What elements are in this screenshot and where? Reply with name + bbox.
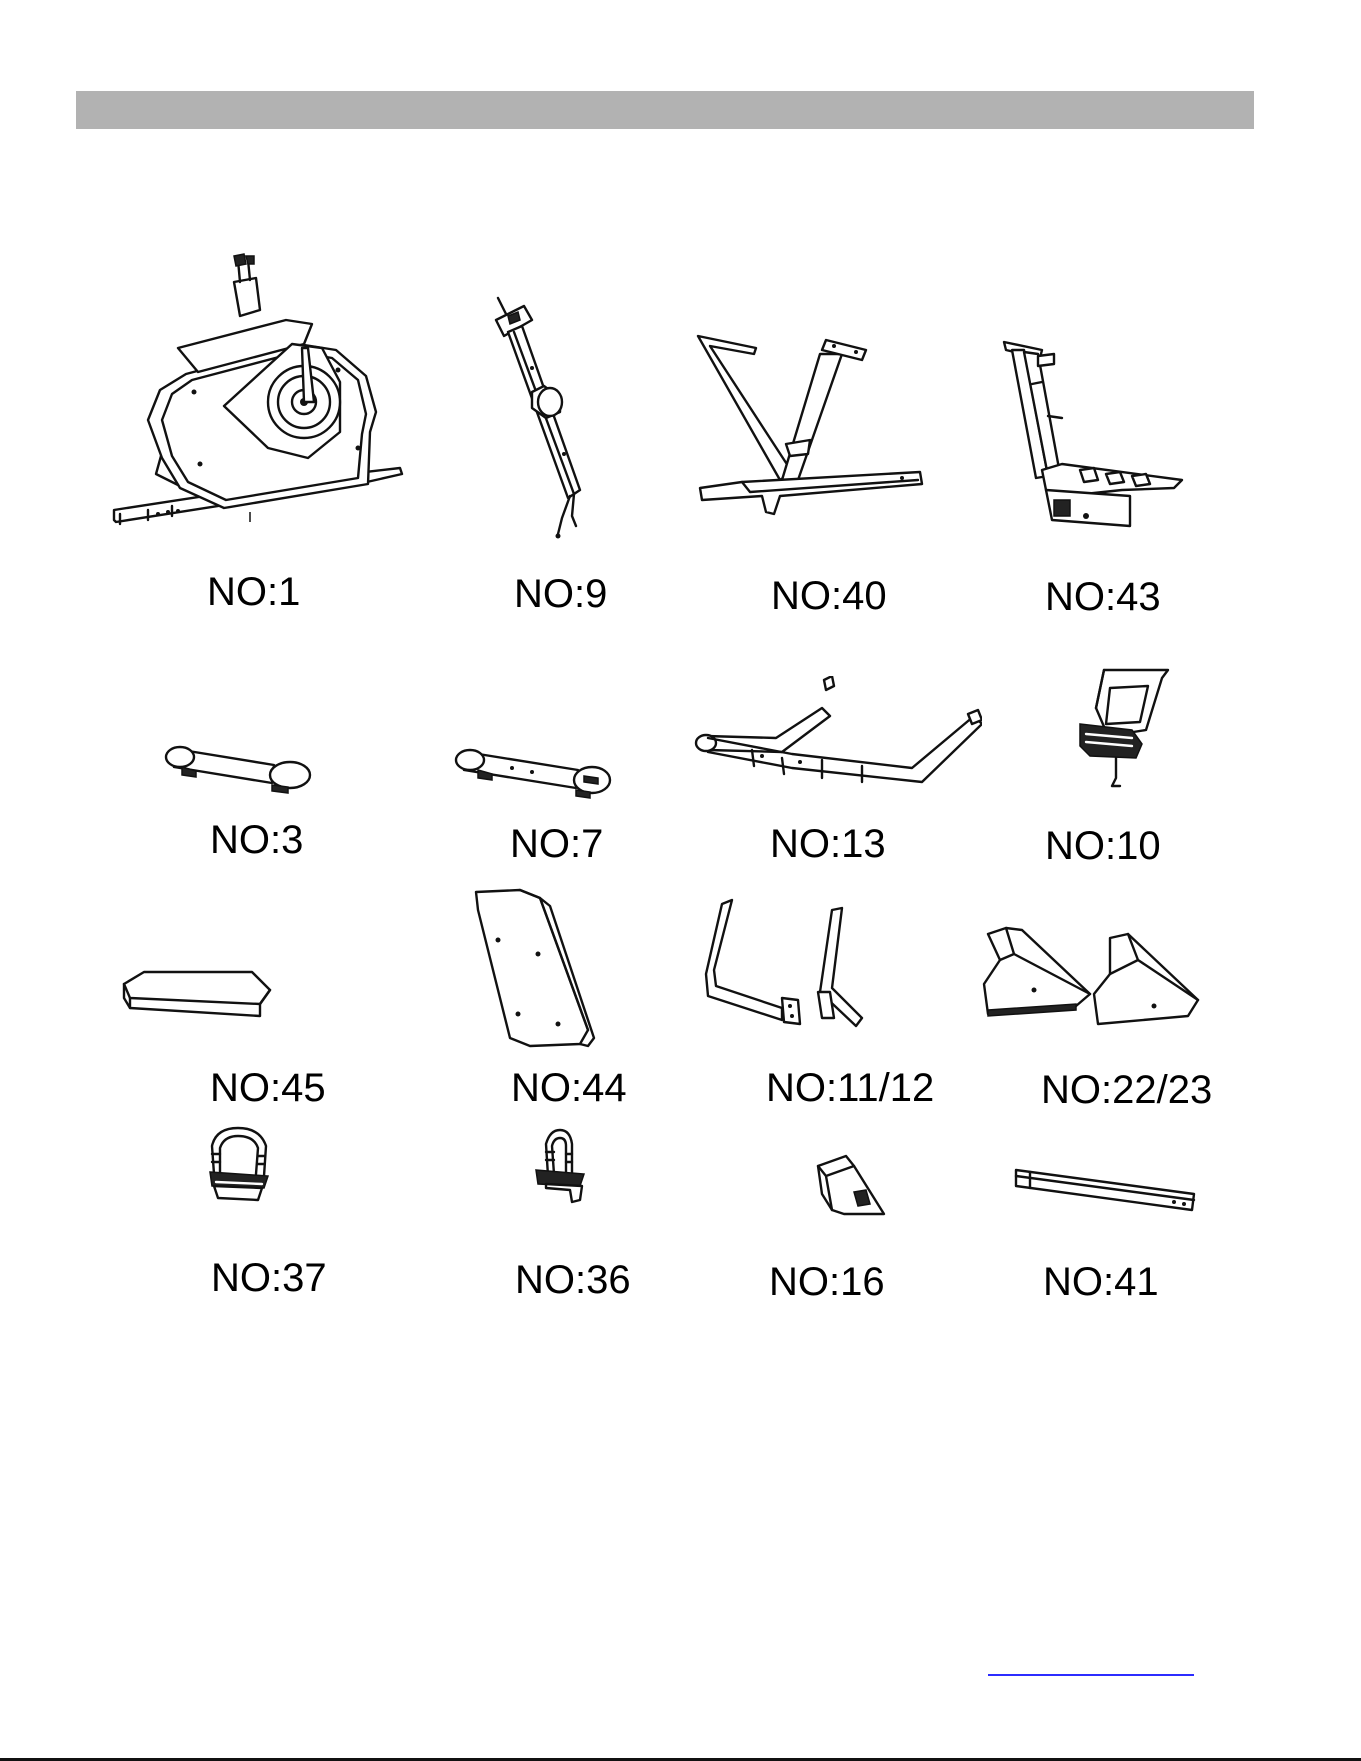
part-label: NO:16: [769, 1260, 885, 1305]
header-bar: [76, 91, 1254, 129]
part-label: NO:45: [210, 1066, 326, 1111]
part-label: NO:22/23: [1041, 1068, 1212, 1113]
front-stabilizer-icon: [162, 735, 312, 795]
part-label: NO:3: [210, 818, 303, 863]
part-label: NO:13: [770, 822, 886, 867]
part-label: NO:1: [207, 570, 300, 615]
part-label: NO:43: [1045, 575, 1161, 620]
part-label: NO:44: [511, 1066, 627, 1111]
v-frame-icon: [690, 332, 930, 522]
backrest-icon: [470, 888, 600, 1052]
part-label: NO:7: [510, 822, 603, 867]
part-label: NO:37: [211, 1256, 327, 1301]
pedal-left-icon: [206, 1126, 276, 1206]
rear-frame-icon: [1002, 340, 1192, 532]
bar-tube-icon: [1014, 1168, 1196, 1216]
seat-post-icon: [488, 294, 588, 544]
console-icon: [1076, 664, 1176, 798]
cover-cap-icon: [814, 1154, 888, 1218]
side-covers-icon: [978, 924, 1200, 1028]
pedal-right-icon: [532, 1128, 592, 1208]
part-label: NO:36: [515, 1258, 631, 1303]
handlebar-icon: [692, 676, 982, 788]
part-label: NO:40: [771, 574, 887, 619]
part-label: NO:9: [514, 572, 607, 617]
seat-cushion-icon: [120, 968, 274, 1026]
part-label: NO:11/12: [766, 1066, 934, 1111]
part-label: NO:41: [1043, 1260, 1159, 1305]
part-label: NO:10: [1045, 824, 1161, 869]
rear-stabilizer-icon: [452, 738, 612, 800]
bike-frame-icon: [108, 252, 408, 532]
footer-link-underline[interactable]: [988, 1674, 1194, 1676]
side-handles-icon: [702, 896, 872, 1036]
